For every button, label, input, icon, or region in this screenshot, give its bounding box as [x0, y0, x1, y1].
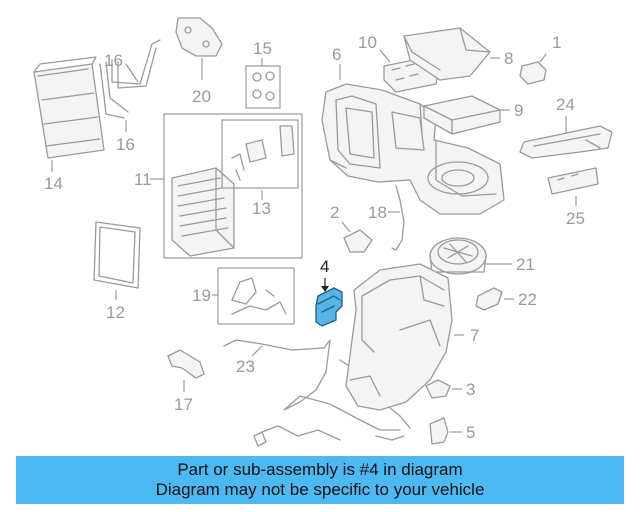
part-21-blower-motor: 21 — [429, 237, 535, 275]
callout-5: 5 — [466, 423, 475, 442]
part-24-duct: 24 — [519, 95, 613, 159]
part-25-cover: 25 — [547, 167, 599, 228]
notice-line-part-number: Part or sub-assembly is #4 in diagram — [177, 460, 463, 479]
callout-14: 14 — [44, 174, 63, 193]
callout-21: 21 — [516, 255, 535, 274]
callout-25: 25 — [566, 209, 585, 228]
part-20-bracket: 20 — [175, 17, 223, 106]
callout-19: 19 — [192, 286, 211, 305]
part-3-actuator: 3 — [425, 379, 475, 399]
callout-12: 12 — [106, 303, 125, 322]
part-11-evaporator-group: 11 — [134, 113, 303, 259]
callout-10: 10 — [358, 33, 377, 52]
callout-6: 6 — [332, 45, 341, 64]
part-13-expansion-valve: 13 — [221, 119, 299, 218]
callout-4: 4 — [320, 257, 329, 276]
callout-9: 9 — [514, 101, 523, 120]
callout-13: 13 — [252, 199, 271, 218]
callout-2: 2 — [330, 203, 339, 222]
part-16-heater-tubes: 16 16 — [99, 39, 161, 154]
part-5-sensor: 5 — [429, 417, 475, 445]
callout-16-bottom: 16 — [116, 135, 135, 154]
callout-23: 23 — [236, 357, 255, 376]
part-23-wiring-harness: 23 — [223, 339, 411, 447]
callout-24: 24 — [556, 95, 575, 114]
callout-22: 22 — [518, 290, 537, 309]
part-9-cabin-filter: 9 — [423, 95, 523, 135]
part-18-sensor: 18 — [368, 185, 405, 251]
part-12-frame-seal: 12 — [93, 221, 141, 322]
part-22-resistor: 22 — [475, 287, 537, 311]
callout-16-top: 16 — [104, 51, 123, 70]
part-2-actuator: 2 — [330, 203, 373, 253]
exploded-parts-diagram: 14 16 16 20 15 — [33, 17, 613, 447]
part-1-sensor: 1 — [519, 33, 561, 85]
part-14-heater-core: 14 — [33, 56, 105, 193]
callout-17: 17 — [174, 395, 193, 414]
part-8-duct: 8 — [403, 27, 513, 81]
part-15-grommet-kit: 15 — [245, 39, 281, 109]
part-7-lower-case: 7 — [345, 263, 479, 411]
fitment-notice-banner: Part or sub-assembly is #4 in diagram Di… — [16, 456, 624, 504]
callout-3: 3 — [466, 380, 475, 399]
notice-line-disclaimer: Diagram may not be specific to your vehi… — [155, 480, 485, 499]
callout-1: 1 — [552, 33, 561, 52]
callout-18: 18 — [368, 203, 387, 222]
part-4-duct-highlighted: 4 — [315, 257, 343, 327]
callout-8: 8 — [504, 49, 513, 68]
part-17-bracket: 17 — [167, 349, 205, 414]
part-19-harness-group: 19 — [192, 267, 295, 325]
part-6-hvac-case: 6 — [321, 45, 505, 215]
callout-20: 20 — [192, 87, 211, 106]
callout-7: 7 — [470, 326, 479, 345]
callout-15: 15 — [253, 39, 272, 58]
callout-11: 11 — [134, 170, 152, 189]
